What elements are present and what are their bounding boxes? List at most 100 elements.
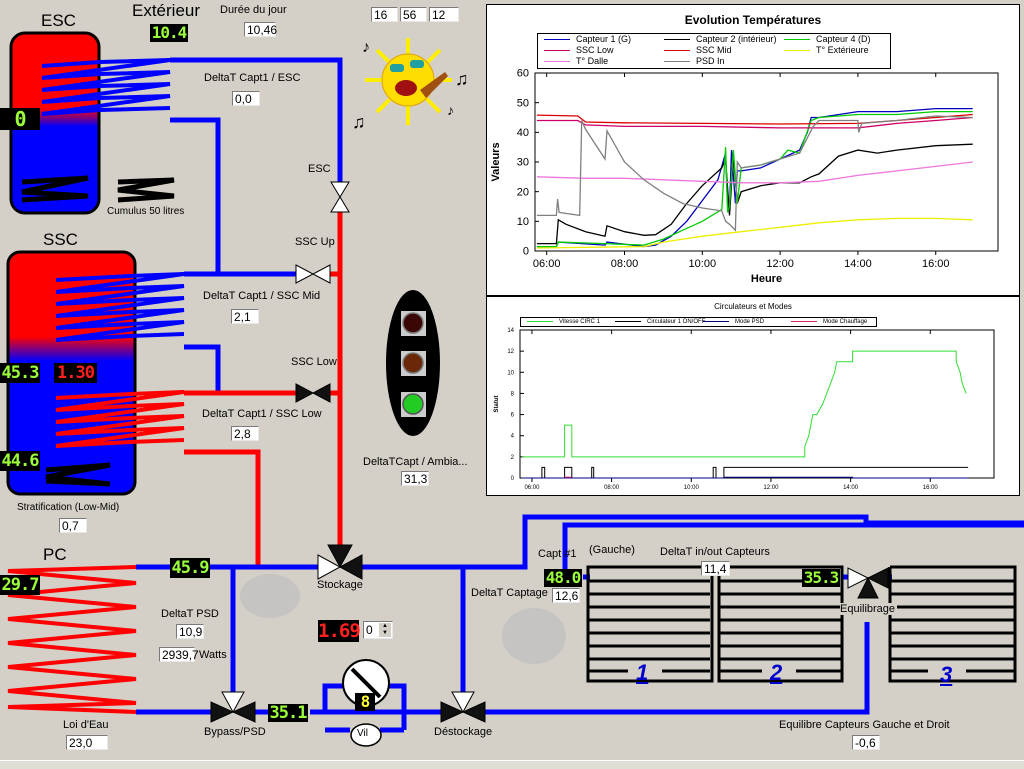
svg-text:♪: ♪ <box>447 102 454 118</box>
panel-1-number[interactable]: 1 <box>636 660 649 685</box>
time-seconds-field[interactable]: 12 <box>429 7 459 22</box>
y-axis-label: Statut <box>494 396 500 413</box>
amber-lamp-icon <box>402 352 424 374</box>
ssc-tank <box>6 250 185 496</box>
legend-swatch <box>544 39 570 41</box>
solar-panel-3[interactable] <box>888 565 1017 683</box>
legend-swatch <box>703 320 729 322</box>
spinner-up-icon[interactable]: ▲ <box>379 623 391 630</box>
series-line-capteur-2-int-rieur- <box>536 143 973 245</box>
deltat-ssc-low-field[interactable]: 2,8 <box>231 426 259 441</box>
panel-3-number[interactable]: 3 <box>940 662 953 687</box>
legend-swatch <box>784 39 810 41</box>
deltat-inout-field[interactable]: 11,4 <box>701 561 730 576</box>
traffic-light <box>386 290 440 436</box>
time-minutes-field[interactable]: 56 <box>400 7 427 22</box>
legend-item: Mode Chauffage <box>791 318 867 326</box>
ssc-low-temp-display: 44.6 <box>0 451 40 471</box>
legend-swatch <box>664 39 690 41</box>
esc-valve-icon[interactable] <box>330 181 350 213</box>
y-tick-label: 50 <box>517 97 529 109</box>
equilibrage-label: Equilibrage <box>840 603 896 615</box>
traffic-light-field[interactable]: 31,3 <box>401 471 429 486</box>
esc-valve-label: ESC <box>308 163 331 175</box>
panel-2-number[interactable]: 2 <box>770 660 783 685</box>
legend-label: Circulateur 1 ON/OFF <box>647 319 706 325</box>
ghost-indicator <box>502 608 566 664</box>
series-line-psd-in <box>536 115 973 232</box>
series-line-vitesse-circ-1 <box>522 350 967 458</box>
ghost-indicator <box>240 574 300 618</box>
ssc-up-valve-label: SSC Up <box>295 236 335 248</box>
legend-label: Capteur 1 (G) <box>576 34 632 44</box>
esc-title: ESC <box>41 11 76 30</box>
sun-mascot-icon: ♪ ♫ ♫ ♪ <box>352 38 469 132</box>
traffic-light-label: DeltaTCapt / Ambia... <box>363 456 468 468</box>
legend-item: Vitesse CIRC 1 <box>527 318 600 326</box>
time-hours-field[interactable]: 16 <box>371 7 398 22</box>
chart1-title: Evolution Températures <box>684 13 822 27</box>
cumulus-label: Cumulus 50 litres <box>107 206 185 217</box>
y-tick-label: 60 <box>517 68 529 80</box>
ssc-up-valve-icon[interactable] <box>295 264 331 284</box>
esc-temp-display: 0 <box>0 108 40 130</box>
x-tick-label: 08:00 <box>611 258 639 270</box>
destockage-valve-label: Déstockage <box>434 726 493 738</box>
stratification-field[interactable]: 0,7 <box>59 518 87 533</box>
series-line-mode-psd <box>522 476 969 479</box>
spinner-down-icon[interactable]: ▼ <box>379 630 391 637</box>
legend-item: Capteur 2 (intérieur) <box>664 34 777 45</box>
series-line-t-ext-rieure <box>536 217 973 249</box>
stratification-label: Stratification (Low-Mid) <box>17 502 120 513</box>
deltat-esc-field[interactable]: 0,0 <box>232 91 260 106</box>
stockage-valve-icon[interactable] <box>317 544 363 580</box>
pc-title: PC <box>43 545 67 564</box>
deltat-ssc-mid-label: DeltaT Capt1 / SSC Mid <box>203 290 321 302</box>
capt1-temp-display: 48.0 <box>544 568 582 587</box>
legend-item: Circulateur 1 ON/OFF <box>615 318 705 326</box>
y-axis-label: Valeurs <box>490 142 502 181</box>
power-field[interactable]: 2939,7 <box>159 647 199 662</box>
series-line-t-dalle <box>536 161 973 184</box>
solar-panel-1[interactable] <box>586 565 714 683</box>
ssc-title: SSC <box>43 230 78 249</box>
ssc-low-valve-icon[interactable] <box>295 383 331 403</box>
solar-panel-2[interactable] <box>717 565 844 683</box>
x-tick-label: 10:00 <box>689 258 717 270</box>
bypass-valve-icon[interactable] <box>210 691 256 723</box>
deltat-ssc-mid-field[interactable]: 2,1 <box>231 309 259 324</box>
x-tick-label: 06:00 <box>533 258 561 270</box>
horizontal-scrollbar[interactable] <box>0 760 1024 769</box>
chart1-legend: Capteur 1 (G)Capteur 2 (intérieur)Capteu… <box>537 33 891 69</box>
x-tick-label: 14:00 <box>844 258 872 270</box>
x-tick-label: 10:00 <box>684 485 700 491</box>
equilibre-field[interactable]: -0,6 <box>852 735 880 750</box>
pc-return-temp-display: 35.1 <box>268 703 308 723</box>
y-tick-label: 6 <box>511 413 515 419</box>
loi-eau-field[interactable]: 23,0 <box>66 735 108 750</box>
legend-item: Mode PSD <box>703 318 764 326</box>
pump-speed-spinner[interactable]: 0 ▲ ▼ <box>363 621 393 639</box>
flowmeter-icon <box>350 723 382 747</box>
ssc-mid-temp-display: 45.3 <box>0 363 40 383</box>
x-tick-label: 16:00 <box>922 258 950 270</box>
deltat-captage-field[interactable]: 12,6 <box>552 588 580 603</box>
temperature-chart: Evolution Températures Capteur 1 (G) Capt… <box>486 4 1020 296</box>
svg-text:♪: ♪ <box>362 39 370 56</box>
flowmeter-label: Vil <box>357 728 368 739</box>
deltat-captage-label: DeltaT Captage <box>471 587 548 599</box>
plot-frame <box>534 72 999 252</box>
deltat-psd-field[interactable]: 10,9 <box>176 624 204 639</box>
destockage-valve-icon[interactable] <box>440 691 486 723</box>
y-tick-label: 30 <box>517 157 529 169</box>
duree-jour-field[interactable]: 10,46 <box>244 22 277 37</box>
capt-return-temp-display: 35.3 <box>802 568 840 587</box>
legend-item: T° Extérieure <box>784 45 869 56</box>
equilibrage-valve-icon[interactable] <box>847 567 889 599</box>
pc-floor-coil <box>7 565 137 714</box>
legend-swatch <box>615 320 641 322</box>
